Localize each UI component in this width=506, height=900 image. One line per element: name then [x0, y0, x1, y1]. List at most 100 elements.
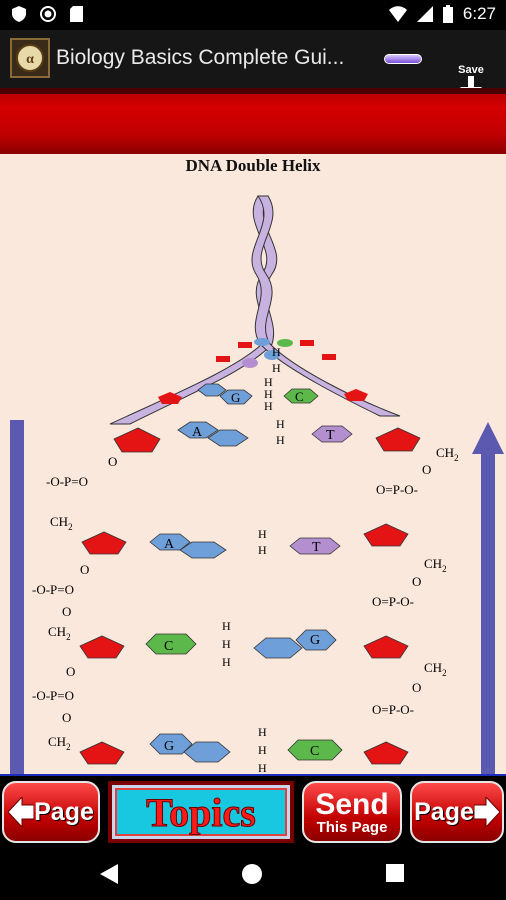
- h-label: H: [276, 417, 285, 431]
- ch2-label: CH2: [50, 514, 73, 532]
- h-label: H: [272, 345, 281, 359]
- h-label: H: [222, 637, 231, 651]
- app-title: Biology Basics Complete Gui...: [56, 46, 345, 69]
- strand-base: [197, 383, 227, 397]
- base-c-label: C: [164, 639, 173, 654]
- ch2-label: CH2: [424, 660, 447, 678]
- app-logo: α: [10, 38, 50, 78]
- sugar-pentagon: [363, 741, 409, 765]
- strand-base: [322, 354, 336, 360]
- previous-page-label: Page: [34, 797, 94, 826]
- base-a-hex: [149, 533, 191, 551]
- left-arrow-shaft: [10, 420, 24, 774]
- h-label: H: [222, 619, 231, 633]
- base-a-label: A: [164, 537, 175, 552]
- base-g-hex2: [295, 629, 337, 651]
- sugar-pentagon: [113, 427, 161, 453]
- figure-title: DNA Double Helix: [185, 156, 321, 175]
- save-label: Save: [458, 64, 484, 76]
- base-t-label: T: [312, 540, 321, 555]
- home-icon[interactable]: [242, 864, 262, 884]
- previous-page-button[interactable]: Page: [2, 781, 100, 843]
- base-a-hex: [177, 421, 219, 439]
- helix-strand-right: [251, 195, 401, 417]
- strand-base: [277, 339, 293, 347]
- base-g-hex: [219, 389, 253, 405]
- base-g-hex2: [183, 741, 231, 763]
- base-g-label: G: [164, 739, 174, 754]
- h-label: H: [272, 361, 281, 375]
- base-t-label: T: [326, 428, 335, 443]
- o-label: O: [108, 454, 117, 469]
- h-label: H: [264, 387, 273, 401]
- arrow-right-icon: [473, 797, 500, 827]
- phosphate-right: O=P-O-: [376, 482, 418, 497]
- svg-text:α: α: [26, 52, 34, 67]
- o-label: O: [422, 462, 431, 477]
- status-time: 6:27: [462, 4, 496, 23]
- topics-inner: Topics: [115, 788, 287, 836]
- battery-icon: [442, 5, 453, 23]
- h-label: H: [276, 433, 285, 447]
- strand-base: [264, 350, 280, 360]
- strand-base: [344, 389, 368, 401]
- circle-notification-icon: [40, 6, 56, 22]
- base-c-hex: [283, 388, 319, 404]
- base-t-hex: [289, 537, 341, 555]
- signal-icon: [416, 6, 433, 22]
- h-label: H: [264, 399, 273, 413]
- dna-diagram: H H H H H G C A H H T CH2 O O -O-P=O O=P…: [10, 195, 504, 774]
- phosphate-left: -O-P=O: [46, 474, 88, 489]
- topics-button[interactable]: Topics: [108, 781, 294, 843]
- ch2-label: CH2: [424, 556, 447, 574]
- topics-label: Topics: [146, 789, 257, 835]
- header-banner-edge: [0, 88, 506, 94]
- o-label: O: [80, 562, 89, 577]
- bottom-nav-bar: Page Topics Send This Page Page: [0, 774, 506, 848]
- base-c-label: C: [310, 744, 319, 759]
- strand-base: [242, 358, 258, 368]
- header-banner: [0, 88, 506, 154]
- content-area: H H H H H G C A H H T CH2 O O -O-P=O O=P…: [0, 154, 506, 774]
- base-a-hex2: [207, 429, 249, 447]
- strand-base: [216, 356, 230, 362]
- send-page-button[interactable]: Send This Page: [302, 781, 402, 843]
- status-bar: 6:27: [0, 0, 506, 30]
- phosphate-left: -O-P=O: [32, 582, 74, 597]
- h-label: H: [222, 655, 231, 669]
- base-g-hex: [253, 637, 303, 659]
- h-label: H: [258, 725, 267, 739]
- base-g-label: G: [231, 390, 240, 405]
- ch2-label: CH2: [436, 445, 459, 463]
- next-page-label: Page: [414, 797, 474, 826]
- base-a-label: A: [192, 425, 203, 440]
- right-arrow-shaft: [481, 452, 495, 774]
- phosphate-right: O=P-O-: [372, 594, 414, 609]
- h-label: H: [258, 527, 267, 541]
- back-icon[interactable]: [100, 864, 120, 884]
- send-sub-label: This Page: [316, 818, 388, 836]
- recents-icon[interactable]: [386, 864, 404, 882]
- next-page-button[interactable]: Page: [410, 781, 504, 843]
- pill-icon[interactable]: [384, 54, 422, 64]
- strand-base: [254, 338, 270, 346]
- base-c-label: C: [295, 389, 304, 404]
- shield-notification-icon: [12, 6, 26, 22]
- base-t-hex: [311, 425, 353, 443]
- strand-base: [300, 340, 314, 346]
- sugar-pentagon: [375, 427, 421, 452]
- base-c-hex: [145, 633, 197, 655]
- sugar-pentagon: [81, 531, 127, 555]
- o-label: O: [412, 574, 421, 589]
- phosphate-right: O=P-O-: [372, 702, 414, 717]
- sd-card-icon: [70, 6, 83, 22]
- phosphate-left: -O-P=O: [32, 688, 74, 703]
- base-g-hex: [149, 733, 193, 755]
- arrow-left-icon: [8, 797, 35, 827]
- base-g-label: G: [310, 633, 320, 648]
- o-label: O: [62, 604, 71, 619]
- h-label: H: [258, 761, 267, 774]
- o-label: O: [66, 664, 75, 679]
- base-a-hex2: [179, 541, 227, 559]
- right-arrow-icon: [472, 422, 504, 454]
